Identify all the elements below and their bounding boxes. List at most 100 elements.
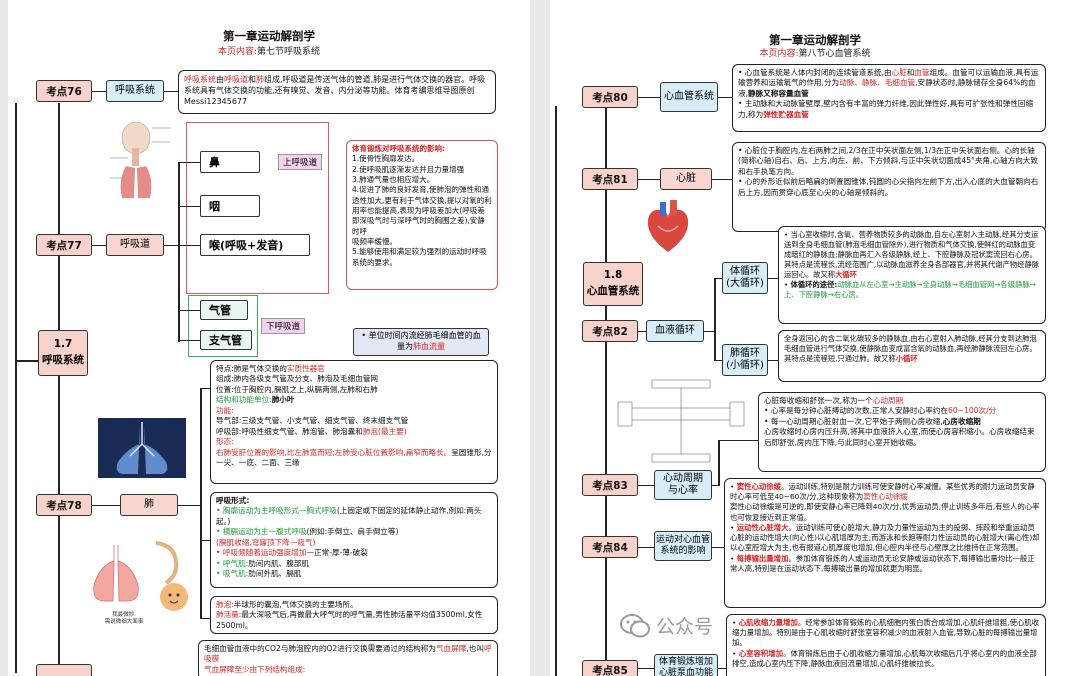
kp81-label: 考点81	[582, 168, 638, 190]
connector	[178, 245, 200, 247]
trunk-line	[58, 103, 60, 676]
kp80-text: • 心血管系统是人体内封闭的连续管道系统,由心脏和血管组成。血管可以运输血液,具…	[732, 64, 1046, 132]
kp82-section: 血液循环	[646, 320, 704, 342]
kp84-label: 考点84	[582, 536, 638, 558]
connector	[178, 162, 200, 164]
cartoon-caption: 我最微妙,需说微细大面事	[104, 612, 144, 626]
systemic-circulation: 体循环 (大循环)	[722, 262, 768, 294]
kp85-text: • 心肌收缩力量增加。经常参加体育锻炼的心肌细胞内蛋白质合成增加,心肌纤维增粗,…	[726, 614, 1046, 676]
kp77-label: 考点77	[36, 234, 92, 256]
connector	[712, 179, 732, 181]
connector	[712, 485, 718, 487]
kp85-section: 体育锻炼增加 心脏泵血功能	[654, 654, 718, 676]
connector	[178, 310, 200, 312]
kp77-section: 呼吸道	[106, 234, 164, 256]
kp83-text: 心脏每收缩和舒张一次,称为一个心动周期 • 心率是每分钟心脏搏动的次数,正常人安…	[758, 392, 1046, 472]
wechat-icon	[620, 613, 650, 637]
connector	[714, 360, 722, 362]
connector	[92, 245, 106, 247]
connector	[638, 179, 660, 181]
branch-line	[200, 388, 202, 618]
pulmonary-text: 全身返回心的含二氧化碳较多的静脉血,由右心室射入肺动脉,经其分支到达肺泡毛细血管…	[778, 330, 1046, 382]
organ-bronchus: 支气管	[200, 330, 252, 350]
kp76-label: 考点76	[36, 80, 92, 102]
connector	[712, 547, 724, 549]
upper-tract-frame	[186, 122, 329, 294]
kp82-label: 考点82	[582, 320, 638, 342]
organ-trachea: 气管	[200, 300, 248, 320]
exercise-effects-box: 体育锻炼对呼吸系统的影响: 1.使骨性胸廓发达。 2.使呼吸肌逐渐发达并且力量增…	[346, 140, 498, 290]
lungs-image	[98, 418, 186, 478]
alveoli-box: 肺泡:半球形的囊泡,气体交换的主要场所。 肺活量:最大深吸气后,再做最大呼气时的…	[210, 596, 498, 634]
connector	[704, 331, 714, 333]
lower-tract-frame	[188, 295, 258, 357]
kp79-label-partial	[36, 664, 92, 676]
kp80-section: 心血管系统	[660, 82, 718, 112]
kp85-label: 考点85	[582, 660, 638, 676]
kp76-section: 呼吸系统	[106, 80, 164, 102]
breathing-forms-box: 呼吸形式: • 胸廓运动为主呼吸形式—胸式呼吸(上固定或下固定的延体静止动作,例…	[210, 492, 498, 588]
connector	[200, 388, 210, 390]
connector	[718, 440, 758, 442]
connector	[92, 505, 120, 507]
kp81-section: 心脏	[660, 168, 712, 190]
connector	[768, 278, 778, 280]
connector	[178, 505, 200, 507]
connector	[178, 206, 200, 208]
organ-larynx: 喉(呼吸+发音)	[200, 234, 310, 256]
trunk-line	[605, 106, 607, 676]
kp84-text: • 窦性心动徐缓。运动训练,特别是耐力训练可使安静时心率减慢。某些优秀的耐力运动…	[724, 478, 1046, 608]
connector	[638, 668, 654, 670]
connector	[718, 668, 726, 670]
respiratory-diagram-image	[108, 118, 178, 204]
branch-line	[178, 162, 180, 342]
trunk-line-outer	[15, 103, 17, 673]
upper-tract-tag: 上呼吸道	[278, 154, 322, 170]
kp84-section: 运动对心血管 系统的影响	[654, 531, 712, 561]
kp80-label: 考点80	[582, 86, 638, 108]
pulmonary-circulation: 肺循环 (小循环)	[722, 344, 768, 376]
trunk-line-outer	[555, 106, 557, 676]
blood-flow-note: • 单位时间内流经肺毛细血管的血量为肺血流量	[353, 328, 489, 356]
page-title: 第一章运动解剖学	[769, 33, 861, 47]
connector	[718, 440, 720, 486]
connector	[164, 245, 178, 247]
lung-structure-box: 特点:肺是气体交换的实质性器官 组成:肺内各级支气管及分支、肺泡及毛细血管网 位…	[210, 360, 498, 484]
kp78-section: 肺	[120, 494, 178, 516]
circulation-diagram	[612, 378, 750, 464]
connector	[638, 485, 654, 487]
organ-nose: 鼻	[200, 151, 260, 173]
connector	[200, 618, 210, 620]
systemic-text: • 当心室收缩时,含氧、营养物质较多的动脉血,自左心室射入主动脉,经其分支运送到…	[778, 226, 1046, 324]
page-title: 第一章运动解剖学	[223, 29, 315, 43]
kp76-text: 呼吸系统由呼吸道和肺组成,呼吸道是传送气体的管道,肺是进行气体交换的器官。呼吸系…	[178, 70, 496, 114]
cartoon-lungs-image	[86, 535, 196, 627]
page-subtitle: 本页内容:第七节呼吸系统	[217, 47, 321, 57]
connector	[164, 91, 178, 93]
kp83-label: 考点83	[582, 474, 638, 496]
connector	[178, 340, 200, 342]
connector	[200, 540, 210, 542]
page-subtitle: 本页内容:第八节心血管系统	[759, 49, 871, 59]
kp78-label: 考点78	[36, 494, 92, 516]
connector	[638, 331, 646, 333]
connector	[638, 97, 660, 99]
kp81-text: • 心脏位于胸腔内,左右两肺之间,2/3在正中矢状面左侧,1/3在正中矢状面右侧…	[732, 142, 1046, 232]
branch-line	[714, 278, 716, 360]
heart-image	[642, 200, 694, 256]
connector	[768, 360, 778, 362]
connector	[92, 91, 106, 93]
blood-air-barrier-box: 毛细血管血液中的CO2与肺泡腔内的O2进行交换需要通过的结构称为气血屏障,也叫呼…	[198, 640, 498, 676]
connector	[15, 360, 43, 362]
kp83-section: 心动周期 与心率	[654, 470, 712, 500]
connector	[718, 97, 732, 99]
watermark: 公众号	[620, 612, 713, 639]
organ-pharynx: 咽	[200, 195, 260, 217]
connector	[714, 278, 722, 280]
connector	[638, 547, 654, 549]
lower-tract-tag: 下呼吸道	[261, 318, 305, 334]
